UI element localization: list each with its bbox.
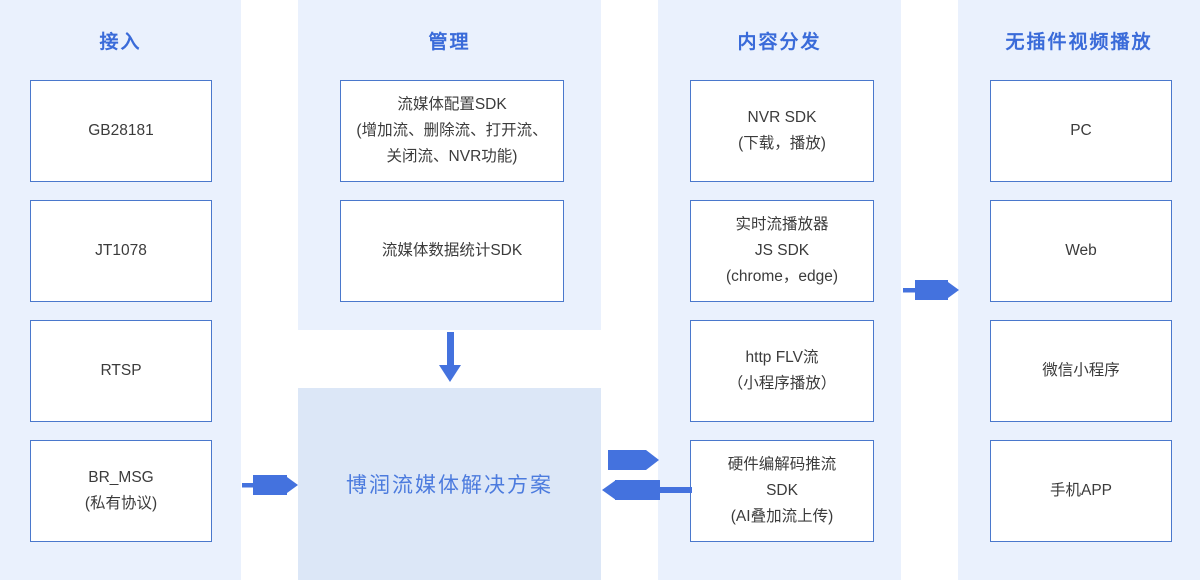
arrow-management-to-solution-icon	[439, 332, 461, 382]
arrow-solution-to-distribution-icon	[608, 450, 659, 470]
node-hw-codec-sdk-label: 硬件编解码推流 SDK (AI叠加流上传)	[727, 456, 837, 525]
node-web-label: Web	[1065, 242, 1097, 259]
node-pc-label: PC	[1070, 122, 1092, 139]
arrow-distribution-to-solution-icon	[602, 480, 692, 500]
node-jt1078-label: JT1078	[95, 242, 147, 259]
node-js-player-sdk: 实时流播放器 JS SDK (chrome，edge)	[690, 200, 874, 302]
node-pc: PC	[990, 80, 1172, 182]
node-nvr-sdk: NVR SDK (下载，播放)	[690, 80, 874, 182]
node-stream-stats-sdk: 流媒体数据统计SDK	[340, 200, 564, 302]
node-nvr-sdk-label: NVR SDK (下载，播放)	[738, 109, 826, 152]
node-http-flv: http FLV流 （小程序播放）	[690, 320, 874, 422]
node-wechat-mini-label: 微信小程序	[1042, 362, 1120, 379]
node-gb28181-label: GB28181	[88, 122, 154, 139]
node-mobile-app-label: 手机APP	[1049, 482, 1112, 499]
node-wechat-mini: 微信小程序	[990, 320, 1172, 422]
column-title-management: 管理	[428, 32, 471, 53]
column-title-playback: 无插件视频播放	[1005, 32, 1153, 53]
node-mobile-app: 手机APP	[990, 440, 1172, 542]
node-br-msg: BR_MSG (私有协议)	[30, 440, 212, 542]
node-gb28181: GB28181	[30, 80, 212, 182]
node-web: Web	[990, 200, 1172, 302]
column-title-access: 接入	[99, 32, 142, 53]
arrow-distribution-to-playback-icon	[903, 280, 959, 300]
column-title-distribution: 内容分发	[737, 32, 822, 53]
node-br-msg-label: BR_MSG (私有协议)	[84, 469, 158, 512]
node-rtsp: RTSP	[30, 320, 212, 422]
node-js-player-sdk-label: 实时流播放器 JS SDK (chrome，edge)	[726, 216, 838, 285]
arrow-access-to-solution-icon	[242, 475, 298, 495]
node-stream-config-sdk: 流媒体配置SDK (增加流、删除流、打开流、 关闭流、NVR功能)	[340, 80, 564, 182]
node-solution: 博润流媒体解决方案	[298, 388, 601, 580]
node-hw-codec-sdk: 硬件编解码推流 SDK (AI叠加流上传)	[690, 440, 874, 542]
node-stream-config-sdk-label: 流媒体配置SDK (增加流、删除流、打开流、 关闭流、NVR功能)	[356, 96, 548, 165]
node-solution-label: 博润流媒体解决方案	[346, 474, 553, 497]
node-stream-stats-sdk-label: 流媒体数据统计SDK	[381, 242, 523, 259]
node-http-flv-label: http FLV流 （小程序播放）	[727, 349, 837, 392]
node-jt1078: JT1078	[30, 200, 212, 302]
node-rtsp-label: RTSP	[100, 362, 142, 379]
